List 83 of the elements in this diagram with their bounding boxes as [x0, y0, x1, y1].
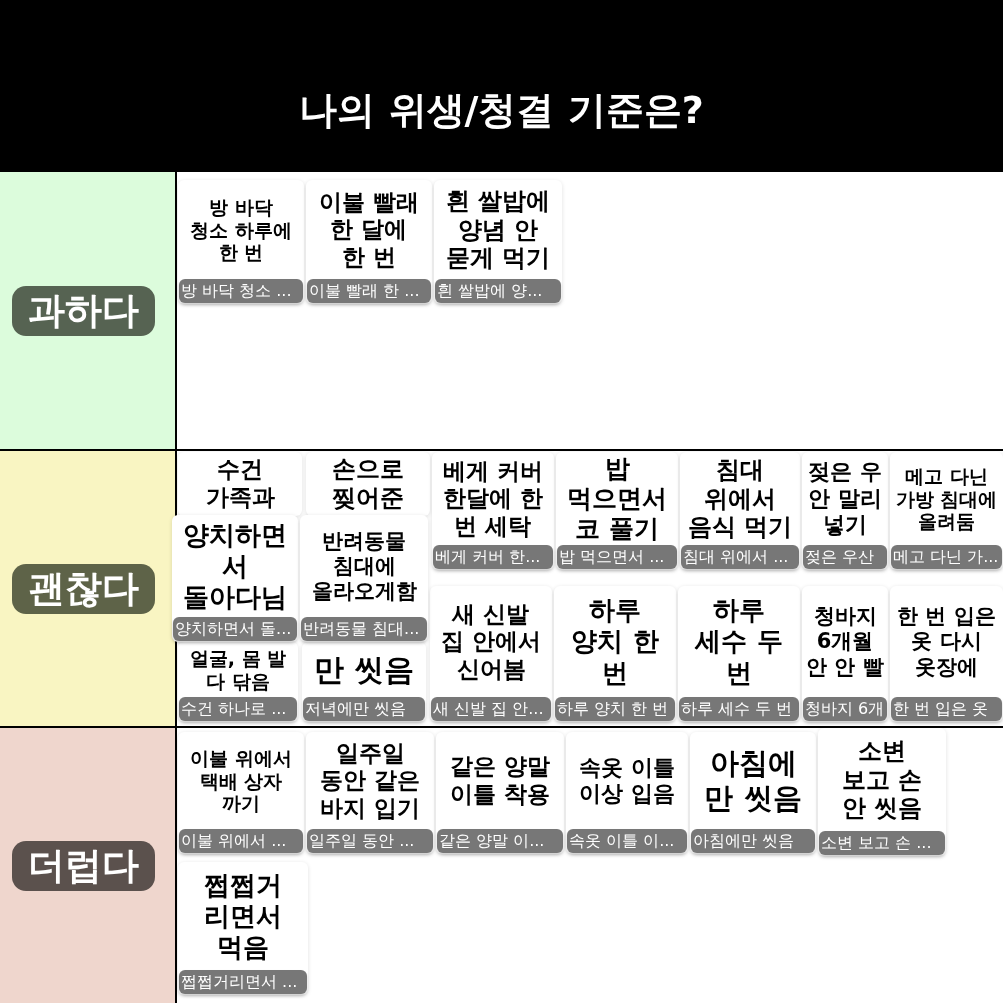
tier-item-card — [178, 732, 304, 854]
title: 나의 위생/청결 기준은? — [299, 87, 704, 134]
tier-item-card — [306, 180, 432, 304]
tier-item-card — [430, 586, 552, 722]
item-text: 수건 가족과 — [204, 456, 276, 512]
item-text: 하루 양치 한 번 — [570, 595, 660, 689]
item-text: 소변 보고 손 안 씻음 — [840, 736, 924, 824]
caption-tag: 속옷 이틀 이... — [567, 829, 687, 853]
caption-tag: 쩝쩝거리면서 ... — [179, 970, 307, 994]
caption-tag: 소변 보고 손 ... — [819, 831, 945, 855]
item-text: 얼굴, 몸 발 다 닦음 — [188, 647, 288, 693]
item-text: 젖은 우 안 말리 넣기 — [807, 459, 883, 539]
caption-tag: 방 바닥 청소 ... — [179, 279, 303, 303]
caption-tag: 이불 빨래 한 ... — [307, 279, 431, 303]
tier-item-card — [680, 452, 800, 570]
tier-item-card — [302, 642, 426, 722]
item-text: 같은 양말 이틀 착용 — [449, 753, 551, 809]
caption-tag: 양치하면서 돌... — [173, 617, 297, 641]
caption-tag: 새 신발 집 안... — [431, 697, 551, 721]
caption-tag: 같은 양말 이... — [437, 829, 563, 853]
caption-tag: 청바지 6개 — [803, 697, 887, 721]
caption-tag: 저녁에만 씻음 — [303, 697, 425, 721]
item-text: 아침에만 씻음 — [703, 746, 803, 816]
item-text: 일주일 동안 같은 바지 입기 — [319, 739, 421, 823]
item-text: 흰 쌀밥에 양념 안 묻게 먹기 — [444, 186, 552, 274]
caption-tag: 한 번 입은 옷 — [891, 697, 1002, 721]
item-text: 손으로 찢어준 — [331, 455, 405, 513]
tier-item-card — [300, 515, 428, 642]
item-text: 반려동물 침대에 올라오게함 — [310, 528, 418, 605]
caption-tag: 밥 먹으면서 ... — [557, 545, 677, 569]
caption-tag: 젖은 우산 — [803, 545, 887, 569]
caption-tag: 이불 위에서 ... — [179, 829, 303, 853]
caption-tag: 일주일 동안 ... — [307, 829, 433, 853]
item-text: 만 씻음 — [313, 652, 415, 688]
tier-item-card — [178, 642, 298, 722]
item-text: 방 바닥 청소 하루에 한 번 — [189, 195, 293, 265]
item-text: 한 번 입은 옷 다시 옷장에 — [896, 604, 997, 680]
tier-row — [0, 449, 1003, 726]
item-text: 속옷 이틀 이상 입음 — [578, 754, 676, 808]
caption-tag: 메고 다닌 가... — [891, 545, 1002, 569]
tier-item-card — [436, 732, 564, 854]
tier-item-card — [802, 452, 888, 570]
tier-label: 과하다 — [12, 286, 155, 336]
caption-tag: 하루 세수 두 번 — [679, 697, 799, 721]
tier-label: 괜찮다 — [12, 564, 155, 614]
caption-tag: 베게 커버 한... — [433, 545, 553, 569]
caption-tag: 침대 위에서 ... — [681, 545, 799, 569]
item-text: 이불 위에서 택배 상자 까기 — [189, 746, 293, 816]
tier-item-card — [556, 452, 678, 570]
tier-item-card — [554, 586, 676, 722]
tier-row — [0, 726, 1003, 1003]
tier-item-card — [566, 732, 688, 854]
tier-item-card — [172, 515, 298, 642]
item-text: 청바지 6개월 안 안 빨 — [805, 604, 885, 680]
item-text: 쩝쩝거리면서 먹음 — [203, 869, 283, 964]
tier-item-card — [306, 732, 434, 854]
item-text: 밥 먹으면서 코 풀기 — [566, 454, 668, 544]
tier-item-card — [306, 452, 430, 516]
tier-row — [0, 170, 1003, 449]
tier-item-card — [690, 732, 816, 854]
caption-tag: 수건 하나로 ... — [179, 697, 297, 721]
tier-label: 더럽다 — [12, 841, 155, 891]
item-text: 하루 세수 두 번 — [694, 595, 784, 689]
item-text: 베게 커버 한달에 한 번 세탁 — [442, 457, 544, 541]
tier-item-card — [178, 180, 304, 304]
caption-tag: 아침에만 씻음 — [691, 829, 815, 853]
tier-item-card — [890, 452, 1003, 570]
tier-item-card — [890, 586, 1003, 722]
tier-item-card — [432, 452, 554, 570]
tier-item-card — [678, 586, 800, 722]
item-text: 메고 다닌 가방 침대에 올려둠 — [894, 464, 999, 534]
item-text: 이불 빨래 한 달에 한 번 — [318, 188, 420, 272]
tier-item-card — [434, 180, 562, 304]
caption-tag: 반려동물 침대... — [301, 617, 427, 641]
tier-item-card — [178, 452, 302, 516]
caption-tag: 하루 양치 한 번 — [555, 697, 675, 721]
caption-tag: 흰 쌀밥에 양... — [435, 279, 561, 303]
tier-item-card — [178, 862, 308, 995]
item-text: 새 신발 집 안에서 신어봄 — [440, 600, 542, 684]
tier-item-card — [818, 728, 946, 856]
item-text: 양치하면서 돌아다님 — [182, 519, 288, 614]
tier-item-card — [802, 586, 888, 722]
item-text: 침대 위에서 음식 먹기 — [686, 455, 794, 543]
